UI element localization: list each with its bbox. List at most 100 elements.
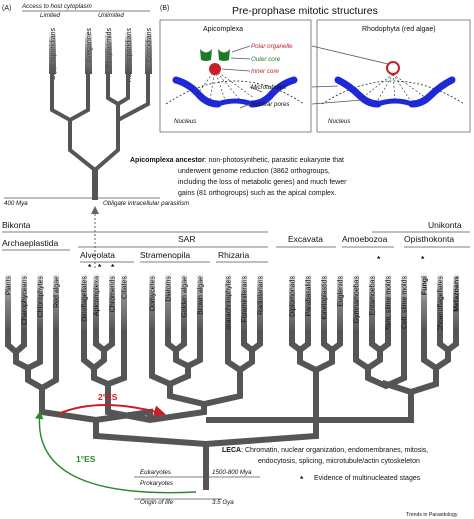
taxon-branch — [241, 272, 247, 332]
ancestor-line3: including the loss of metabolic genes) a… — [178, 179, 347, 186]
taxon-label-euglenids: Euglenids — [338, 276, 345, 307]
taxon-label-parabasalids: Parabasalids — [306, 276, 313, 317]
taxon-branch — [321, 272, 327, 332]
taxon-label-diplomonads: Diplomonads — [290, 276, 297, 317]
polar-organelle-label: Polar organelle — [251, 43, 293, 50]
taxon-branch — [197, 272, 203, 332]
amoebozoa-label: Amoebozoa — [342, 234, 388, 244]
ancestor-line1: : non-photosynthetic, parasitic eukaryot… — [205, 157, 344, 164]
origin-time-label: 3.5 Gya — [212, 499, 234, 506]
taxon-branch — [289, 272, 295, 332]
taxon-label-golden-algae: Golden algae — [182, 276, 189, 318]
microtubule-right — [248, 76, 298, 108]
taxon-branch — [81, 272, 87, 332]
taxon-branch — [181, 272, 187, 332]
secondary-es-label: 2°ES — [98, 392, 118, 402]
main-tree — [5, 330, 459, 490]
taxon-label-dinoflagellates: Dinoflagellates — [82, 276, 89, 322]
leca-line2: endocytosis, splicing, microtubule/actin… — [258, 458, 420, 465]
taxon-label-cell-slime-molds: Cell. slime molds — [402, 276, 409, 329]
leca-line1: : Chromatin, nuclear organization, endom… — [241, 447, 428, 454]
asterisk-apicomplexa: * — [98, 262, 102, 272]
taxon-branch — [21, 272, 27, 332]
taxon-label-gymnamoebas: Gymnamoebas — [354, 276, 361, 324]
taxon-label-chromerids: Chromerids — [110, 276, 117, 313]
taxon-branch — [305, 272, 311, 332]
taxon-branch — [93, 272, 99, 332]
taxon-label-chlorarachniophytes: Chlorarachniophytes — [226, 276, 233, 341]
taxon-branch — [437, 272, 443, 332]
taxon-label-oomycetes: Oomycetes — [150, 276, 157, 312]
multinucleated-note: Evidence of multinucleated stages — [314, 475, 421, 482]
access-header: Access to host cytoplasm — [21, 3, 92, 10]
secondary-es-arrow — [57, 404, 166, 418]
ancestor-label: Apicomplexa ancestor — [130, 157, 205, 164]
taxon-branch — [121, 272, 127, 332]
primary-es-label: 1°ES — [76, 454, 96, 464]
taxon-branch — [369, 272, 375, 332]
opisthokonta-label: Opisthokonta — [404, 234, 454, 244]
taxon-label-radiolarians: Radiolarians — [258, 276, 265, 315]
asterisk-plasm-slime: * — [377, 254, 381, 264]
taxon-label-red-algae: Red algae — [54, 276, 61, 308]
taxon-branch — [353, 272, 359, 332]
asterisk-chromerids: * — [111, 262, 115, 272]
alveolata-label: Alveolata — [80, 250, 115, 260]
asterisk-dinoflagellates: * — [88, 262, 92, 272]
ancestor-time: 400 Mya — [4, 200, 28, 207]
polar-organelle — [386, 61, 400, 75]
ancestor-line4: gains (81 orthogroups) such as the apica… — [178, 190, 336, 197]
excavata-label: Excavata — [288, 234, 323, 244]
inner-core — [209, 63, 221, 75]
taxon-branch — [385, 272, 391, 332]
journal-label: Trends in Parasitology — [406, 512, 458, 518]
taxon-label-ciliates: Ciliates — [122, 276, 129, 299]
taxon-label-chlorophytes: Chlorophytes — [38, 276, 45, 318]
taxon-label-apicomplexa: Apicomplexa — [94, 276, 101, 316]
apicomplexa-subtree — [49, 30, 152, 200]
taxon-label-foraminiferans: Foraminiferans — [242, 276, 249, 323]
unlimited-label: Unlimited — [98, 12, 124, 19]
taxon-branch — [149, 272, 155, 332]
taxon-label-entamoebas: Entamoebas — [370, 276, 377, 316]
outer-core-right — [218, 49, 230, 61]
panel-a-label: (A) — [2, 5, 11, 12]
taxon-label-plasm-slime-molds: Plsm. slime molds — [386, 276, 393, 333]
taxon-branch — [225, 272, 231, 332]
taxon-label-choanoflagellates: Choanoflagellates — [438, 276, 445, 333]
taxon-branch — [5, 272, 11, 332]
panel-b-title: Pre-prophase mitotic structures — [232, 5, 378, 17]
taxon-branch — [53, 272, 59, 332]
taxon-label-brown-algae: Brown algae — [198, 276, 205, 315]
taxon-branch — [337, 272, 343, 332]
spindle-lines — [195, 69, 255, 101]
taxon-label-plants: Plants — [6, 276, 13, 296]
taxon-label-fungi: Fungi — [422, 276, 429, 295]
apicomplexa-taxa: CryptosporidiansGregarinesPiroplasmidsHa… — [50, 28, 153, 83]
nucleus-envelope — [165, 80, 305, 105]
outer-core-left — [200, 49, 212, 61]
obligate-label: Obligate intracellular parasitism — [103, 200, 189, 207]
microtubule-left — [172, 76, 222, 108]
taxon-branch — [165, 272, 171, 332]
svg-text:LECA: Chromatin, nuclear organ: LECA: Chromatin, nuclear organization, e… — [222, 447, 428, 454]
taxon-branch — [453, 272, 459, 332]
taxon-branch — [109, 272, 115, 332]
microtubules-label: Microtubules — [251, 84, 286, 91]
primary-es-arrow — [35, 410, 197, 494]
asterisk-fungi: * — [421, 254, 425, 264]
archaeplastida-label: Archaeplastida — [2, 238, 59, 248]
eukaryotes-label: Eukaryotes — [140, 469, 171, 476]
rhodophyta-nucleus-label: Nucleus — [328, 118, 350, 125]
limited-label: Limited — [40, 12, 61, 19]
leca-label: LECA — [222, 447, 241, 454]
taxon-label-metazoans: Metazoans — [454, 276, 461, 312]
apicomplexa-box-title: Apicomplexa — [203, 26, 243, 33]
prokaryotes-label: Prokaryotes — [140, 480, 173, 487]
rhizaria-label: Rhizaria — [218, 250, 249, 260]
bikonta-label: Bikonta — [2, 220, 31, 230]
taxon-branch — [401, 272, 407, 332]
taxon-branch — [421, 272, 427, 332]
